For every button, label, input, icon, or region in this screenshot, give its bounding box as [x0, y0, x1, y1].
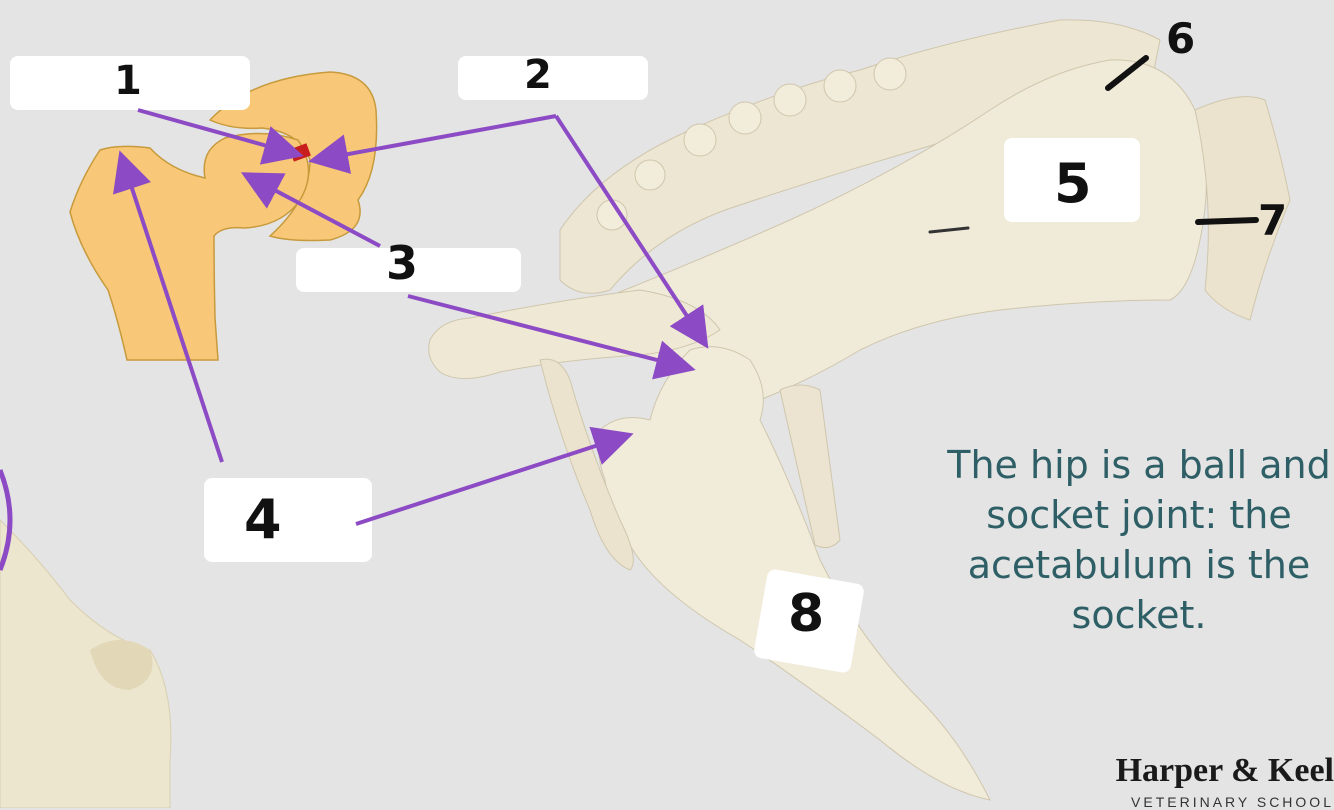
partial-bone-left [0, 470, 171, 808]
label-3: 3 [386, 236, 418, 290]
label-2: 2 [524, 52, 552, 98]
label-1: 1 [114, 58, 142, 104]
label-5: 5 [1054, 152, 1092, 215]
label-8: 8 [788, 584, 824, 644]
femur-bone [540, 347, 990, 800]
label-4: 4 [244, 488, 282, 551]
label-7: 7 [1258, 196, 1287, 245]
school-logo-name: Harper & Keel [1116, 752, 1334, 790]
label-6: 6 [1166, 14, 1195, 63]
caption-text: The hip is a ball and socket joint: the … [940, 440, 1334, 640]
hip-schematic-diagram [70, 72, 377, 360]
